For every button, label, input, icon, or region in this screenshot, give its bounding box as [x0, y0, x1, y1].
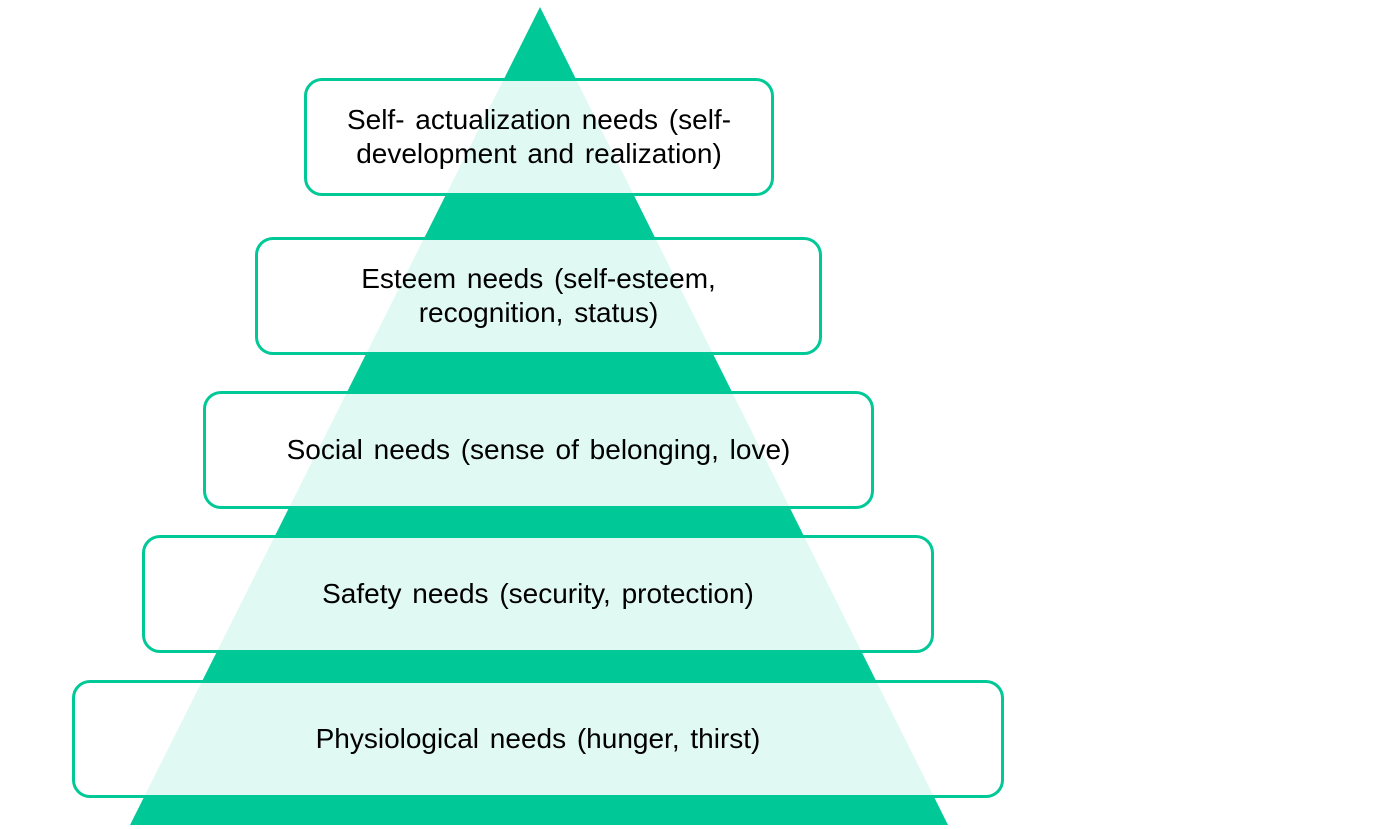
pyramid-level-self-actualization: Self- actualization needs (self-developm… — [304, 78, 774, 196]
level-label-safety: Safety needs (security, protection) — [322, 578, 754, 609]
pyramid-level-esteem: Esteem needs (self-esteem, recognition, … — [255, 237, 822, 355]
pyramid-level-social: Social needs (sense of belonging, love) — [203, 391, 874, 509]
pyramid-level-safety: Safety needs (security, protection) — [142, 535, 934, 653]
level-label-social: Social needs (sense of belonging, love) — [286, 434, 791, 465]
pyramid-level-physiological: Physiological needs (hunger, thirst) — [72, 680, 1004, 798]
level-label-physiological: Physiological needs (hunger, thirst) — [315, 723, 761, 754]
level-label-esteem: Esteem needs (self-esteem, recognition, … — [361, 263, 716, 328]
level-label-self-actualization: Self- actualization needs (self-developm… — [346, 104, 732, 169]
